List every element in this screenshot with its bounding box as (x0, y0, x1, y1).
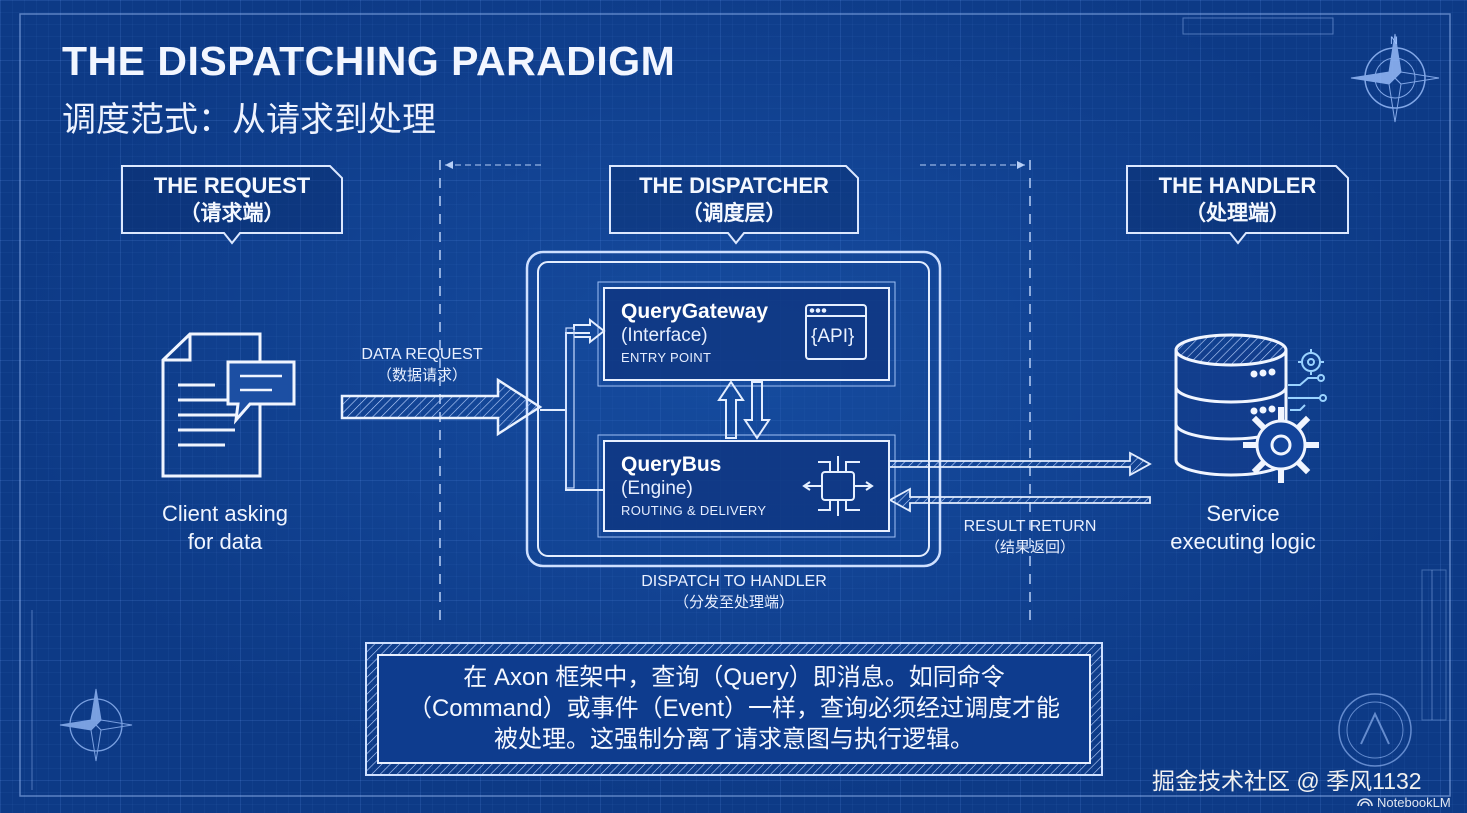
handler-header-subtitle: （处理端） (1185, 202, 1290, 225)
note-text: 在 Axon 框架中，查询（Query）即消息。如同命令 （Command）或事… (380, 662, 1088, 755)
document-icon (161, 332, 262, 478)
note-line3: 被处理。这强制分离了请求意图与执行逻辑。 (494, 726, 974, 753)
result-return-label: RESULT RETURN （结果返回） (950, 518, 1110, 557)
service-caption-line1: Service (1206, 501, 1280, 526)
handler-header: THE HANDLER （处理端） (1127, 172, 1348, 228)
querybus-subtitle: (Engine) (621, 478, 693, 499)
service-caption: Service executing logic (1143, 500, 1343, 556)
compass-icon (1350, 33, 1440, 123)
database-icon (1174, 333, 1288, 477)
querybus-tag: ROUTING & DELIVERY (621, 503, 767, 518)
result-return-label-en: RESULT RETURN (963, 518, 1097, 535)
compass-icon (59, 688, 133, 762)
svg-text:N: N (1390, 35, 1398, 47)
request-header-subtitle: （请求端） (179, 202, 285, 225)
dispatcher-header-title: THE DISPATCHER (639, 173, 829, 198)
brand-label: NotebookLM (1377, 795, 1451, 810)
dispatch-label-en: DISPATCH TO HANDLER (641, 573, 827, 590)
request-header-title: THE REQUEST (153, 173, 311, 198)
dispatcher-header-box (609, 165, 859, 245)
result-return-arrow (888, 487, 1151, 513)
data-request-label-cn: （数据请求） (376, 367, 467, 384)
dispatch-label: DISPATCH TO HANDLER （分发至处理端） (614, 573, 854, 612)
handler-header-box (1126, 165, 1349, 245)
page-title: THE DISPATCHING PARADIGM (62, 38, 676, 84)
sparkle-icon (1357, 798, 1373, 807)
data-request-arrow (340, 377, 543, 437)
client-caption-line2: for data (187, 529, 263, 554)
dispatcher-header-subtitle: （调度层） (681, 202, 787, 225)
querygateway-title: QueryGateway (621, 300, 769, 323)
querygateway-tag: ENTRY POINT (621, 350, 712, 365)
result-return-label-cn: （结果返回） (984, 539, 1075, 556)
outer-frame (19, 13, 1451, 797)
circuit-lines (1288, 374, 1327, 411)
dispatch-label-cn: （分发至处理端） (673, 594, 794, 611)
client-caption: Client asking for data (125, 500, 325, 556)
request-header-box (121, 165, 343, 245)
chat-bubble-icon (226, 360, 296, 425)
client-caption-line1: Client asking (162, 501, 288, 526)
service-caption-line2: executing logic (1170, 529, 1316, 554)
bidirectional-arrow (717, 380, 771, 440)
watermark: 掘金技术社区 @ 季风1132 (1152, 768, 1422, 794)
dispatch-arrow (888, 451, 1152, 477)
handler-header-title: THE HANDLER (1158, 173, 1317, 198)
querybus-box (603, 440, 890, 532)
querybus-title: QueryBus (621, 453, 722, 476)
data-request-label-en: DATA REQUEST (361, 346, 483, 363)
page-subtitle: 调度范式：从请求到处理 (62, 101, 436, 139)
api-label: {API} (811, 326, 855, 347)
gear-icon (1243, 407, 1319, 483)
request-header: THE REQUEST （请求端） (122, 172, 342, 228)
note-line2: （Command）或事件（Event）一样，查询必须经过调度才能 (407, 695, 1061, 722)
dispatcher-header: THE DISPATCHER （调度层） (610, 172, 858, 228)
note-line1: 在 Axon 框架中，查询（Query）即消息。如同命令 (463, 664, 1005, 691)
gear-icon (1298, 349, 1324, 375)
querygateway-subtitle: (Interface) (621, 325, 708, 346)
seal-icon (1338, 693, 1412, 767)
api-window-icon (805, 304, 867, 360)
note-panel (377, 654, 1091, 764)
chip-icon (802, 456, 874, 516)
data-request-label: DATA REQUEST （数据请求） (342, 346, 502, 385)
querygateway-box (603, 287, 890, 381)
